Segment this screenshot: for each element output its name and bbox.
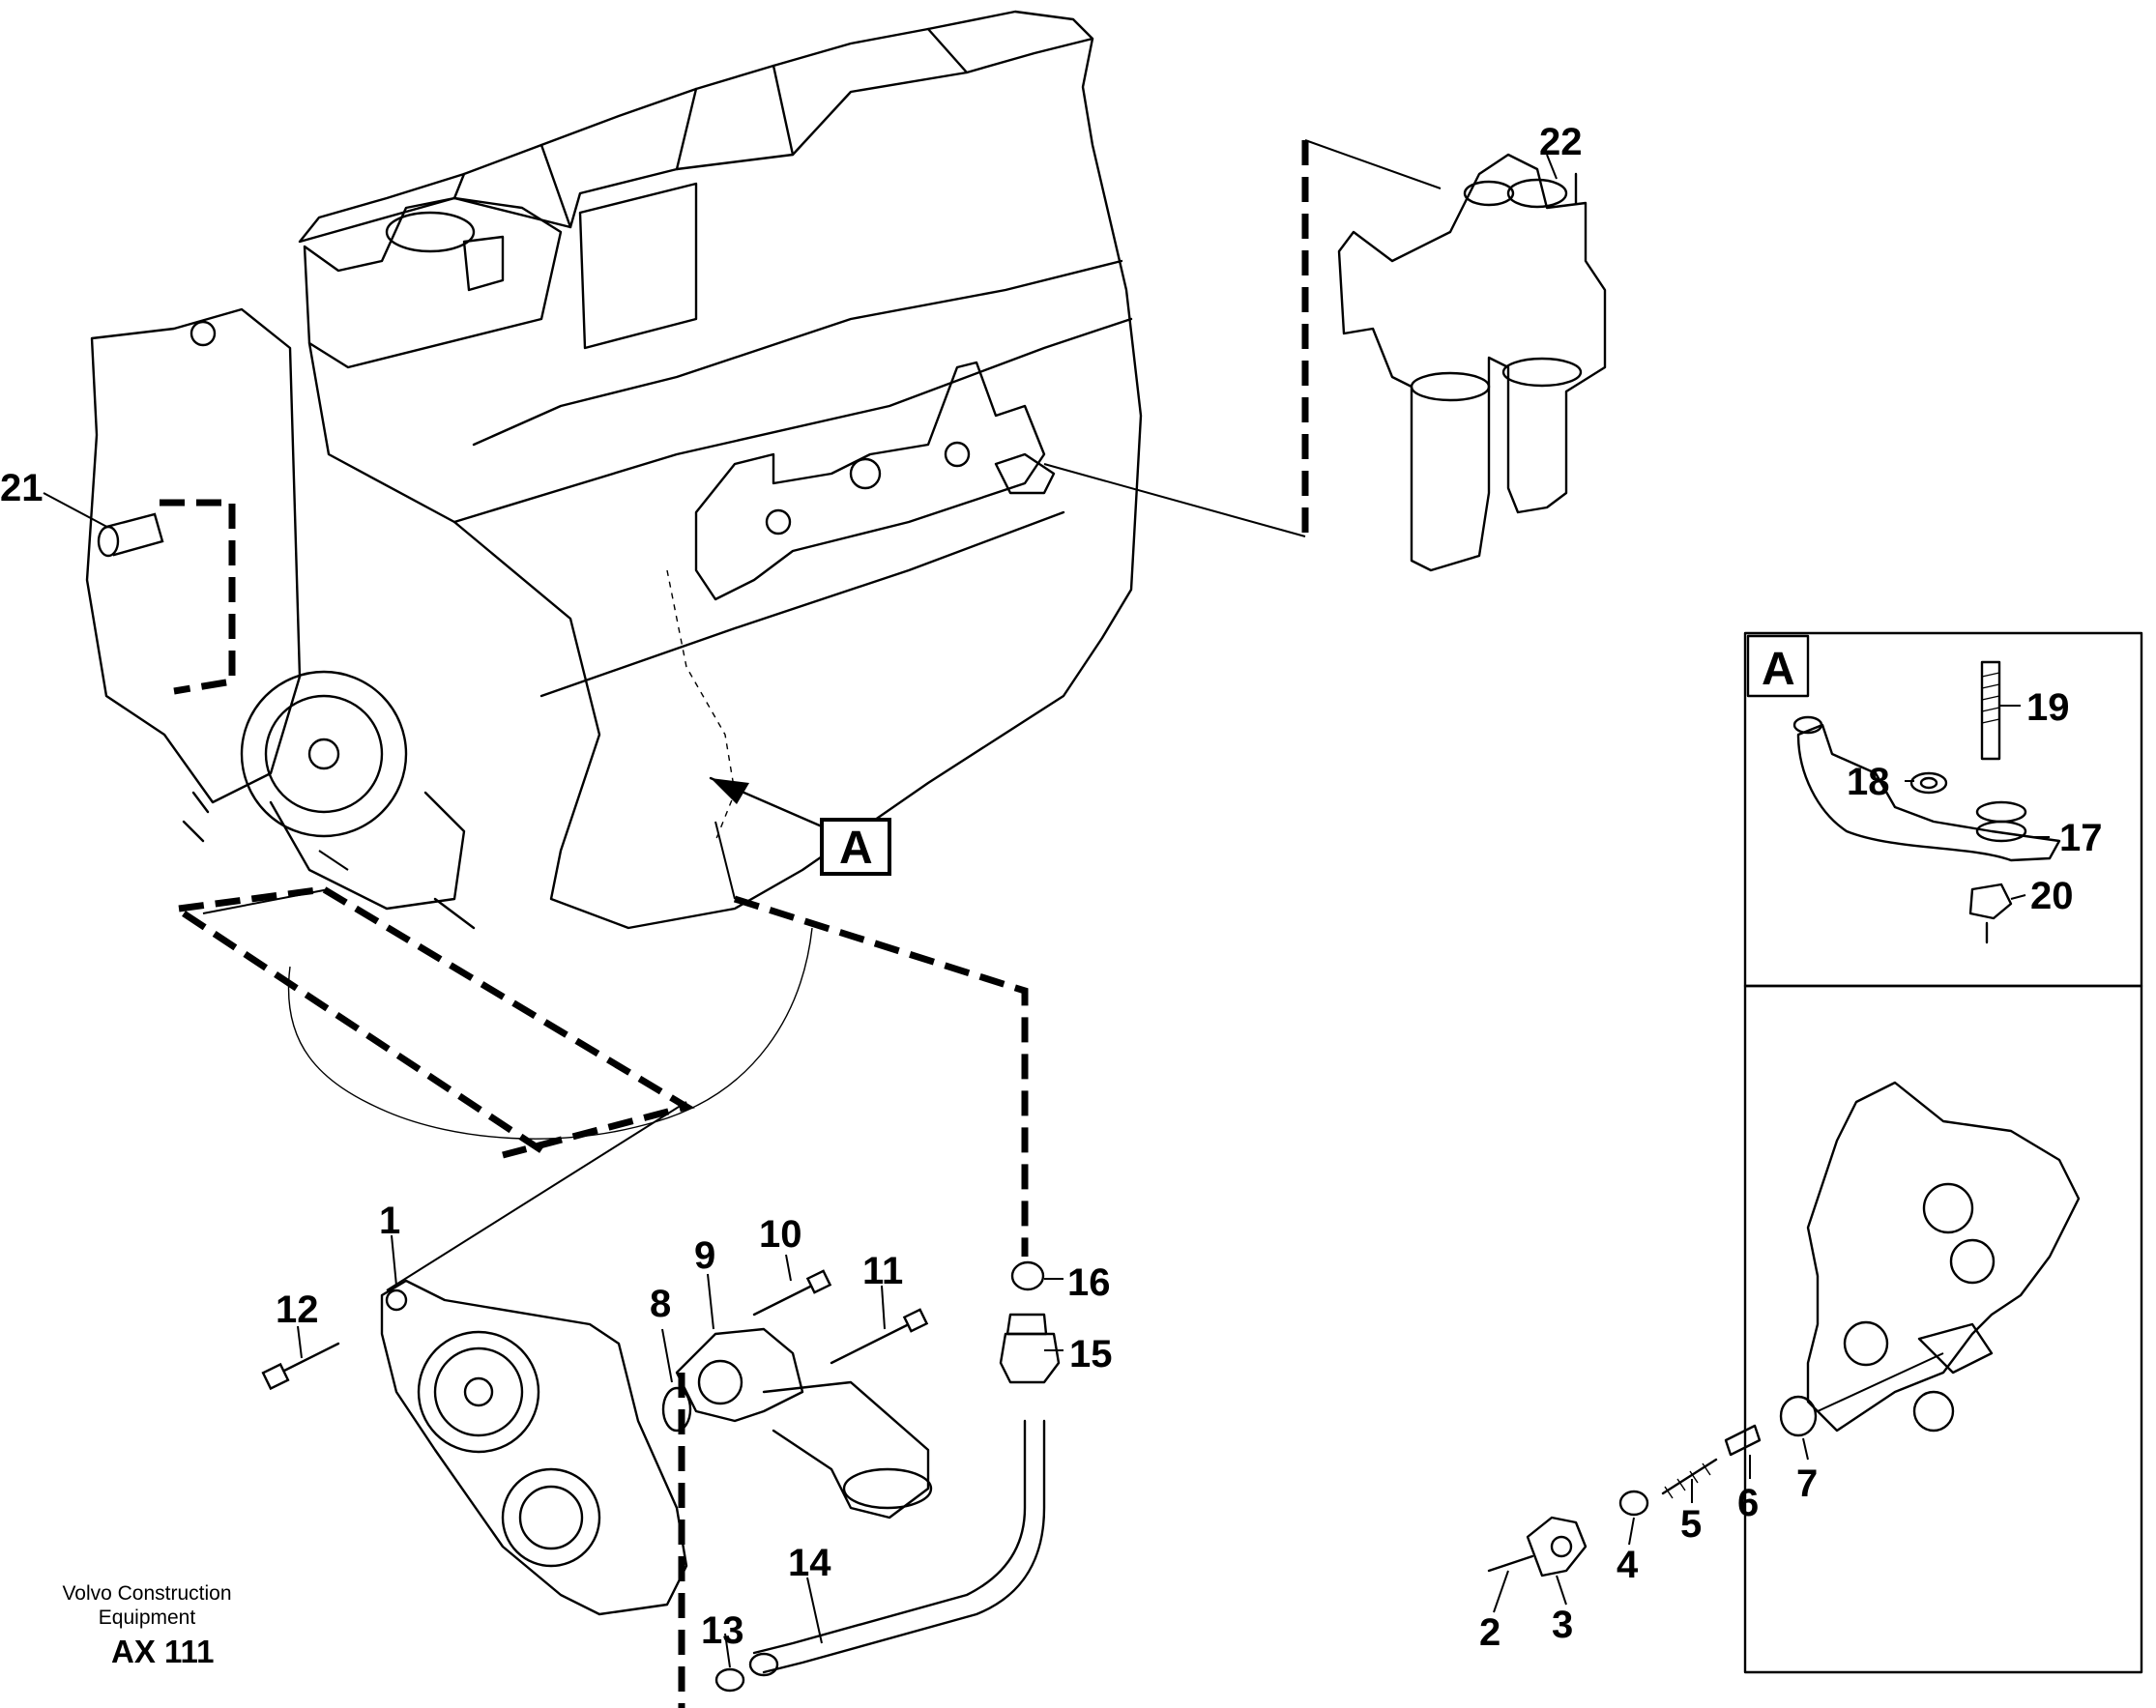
- callout-16: 16: [1067, 1261, 1111, 1304]
- callout-numbers: 1 2 3 4 5 6 7 8 9 10 11 12 13 14 15 16 1…: [0, 121, 2103, 1654]
- callout-9: 9: [694, 1234, 715, 1277]
- callout-15: 15: [1069, 1333, 1113, 1375]
- detail-reference-box: A: [820, 818, 891, 876]
- callout-leaders: [297, 154, 2050, 1668]
- callout-3: 3: [1552, 1604, 1573, 1646]
- callout-4: 4: [1617, 1544, 1639, 1586]
- callout-6: 6: [1737, 1482, 1759, 1524]
- callout-7: 7: [1796, 1462, 1818, 1505]
- document-code: AX 111: [111, 1634, 214, 1669]
- maker-line-2: Equipment: [99, 1607, 196, 1629]
- inset-letter: A: [1762, 644, 1795, 695]
- callout-17: 17: [2059, 817, 2103, 859]
- callout-13: 13: [701, 1609, 744, 1652]
- oil-filter-assembly: [1337, 153, 1607, 572]
- oil-pump-assembly: [261, 821, 1061, 1708]
- engine-block: [85, 10, 1143, 1140]
- maker-line-1: Volvo Construction: [62, 1582, 231, 1605]
- guide-lines: [43, 139, 1442, 1159]
- detail-a-inset: [1487, 631, 2143, 1674]
- callout-12: 12: [276, 1288, 319, 1331]
- callout-1: 1: [379, 1200, 400, 1242]
- callout-20: 20: [2030, 875, 2074, 917]
- callout-11: 11: [862, 1250, 903, 1292]
- callout-19: 19: [2026, 686, 2070, 729]
- callout-18: 18: [1847, 761, 1890, 803]
- callout-21: 21: [0, 467, 44, 509]
- callout-22: 22: [1539, 121, 1583, 163]
- callout-2: 2: [1479, 1611, 1500, 1654]
- callout-8: 8: [650, 1283, 671, 1325]
- callout-10: 10: [759, 1213, 802, 1256]
- footer: Volvo Construction Equipment AX 111: [62, 1582, 231, 1669]
- callout-14: 14: [788, 1542, 831, 1584]
- detail-reference-letter: A: [839, 823, 873, 874]
- callout-5: 5: [1680, 1503, 1702, 1546]
